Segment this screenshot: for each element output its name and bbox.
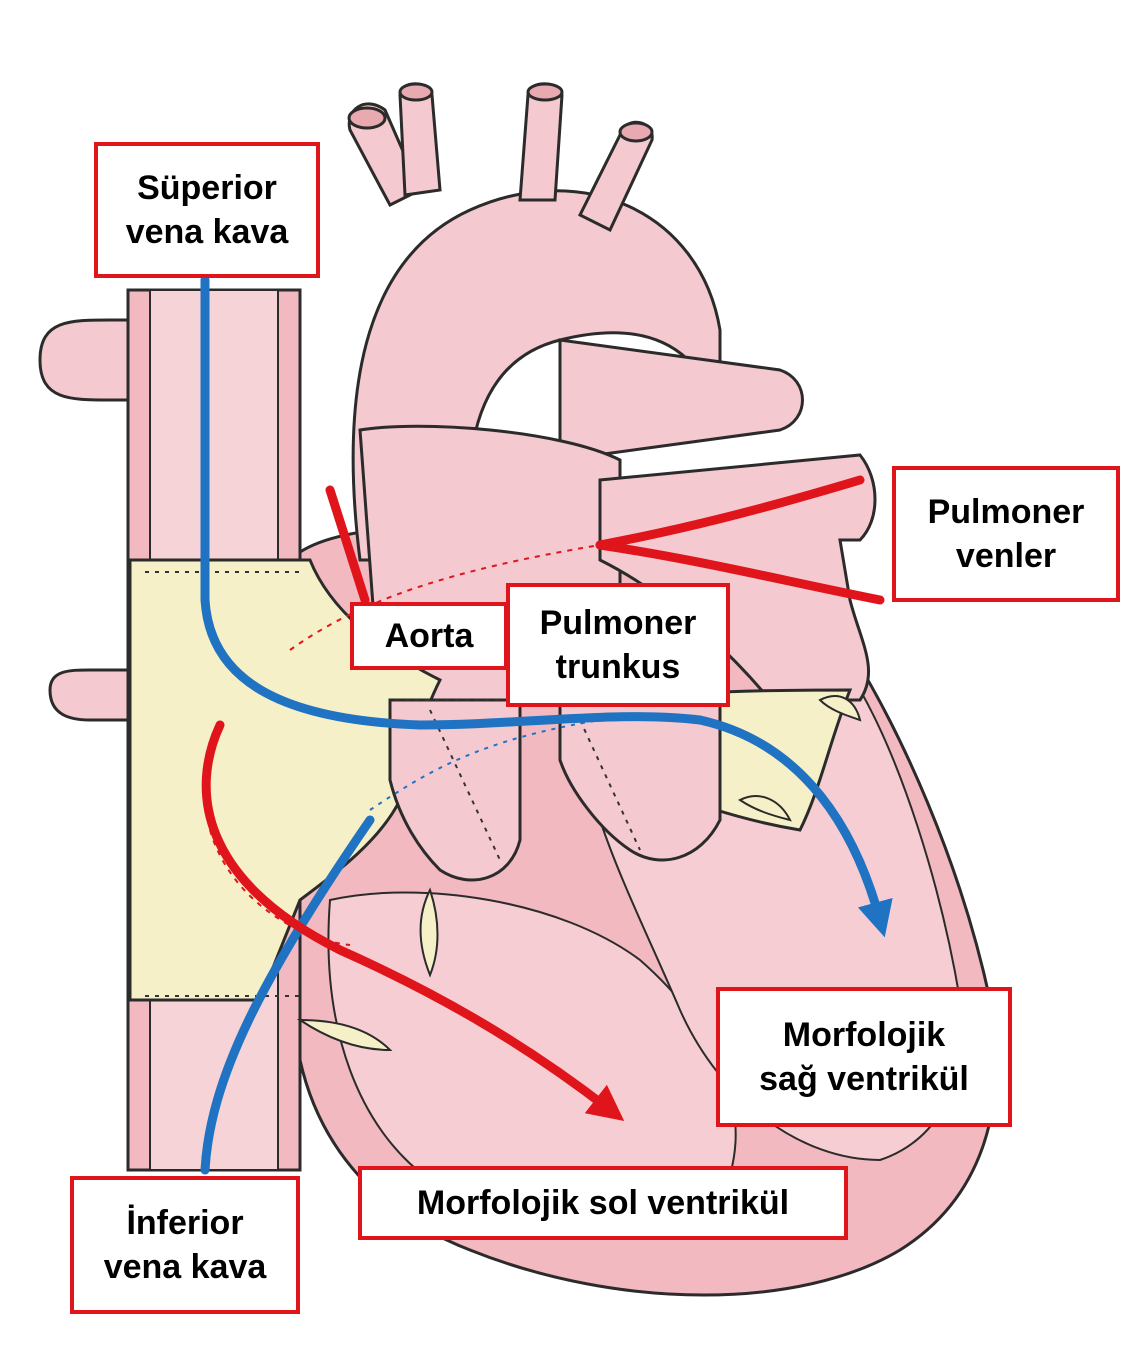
label-inferior-vena-cava-line1: İnferior (126, 1201, 243, 1245)
label-inferior-vena-cava-line2: vena kava (104, 1245, 267, 1289)
label-aorta-line1: Aorta (385, 614, 474, 658)
label-morphologic-right-ventricle: Morfolojik sağ ventrikül (716, 987, 1012, 1127)
label-pulmonary-veins: Pulmoner venler (892, 466, 1120, 602)
label-morphologic-right-ventricle-line2: sağ ventrikül (759, 1057, 969, 1101)
label-pulmonary-trunk: Pulmoner trunkus (506, 583, 730, 707)
label-morphologic-right-ventricle-line1: Morfolojik (783, 1013, 945, 1057)
label-pulmonary-veins-line2: venler (956, 534, 1056, 578)
label-pulmonary-trunk-line1: Pulmoner (540, 601, 697, 645)
pulmonary-artery-branch-right (560, 340, 803, 460)
label-superior-vena-cava-line1: Süperior (137, 166, 277, 210)
label-pulmonary-trunk-line2: trunkus (556, 645, 681, 689)
label-morphologic-left-ventricle: Morfolojik sol ventrikül (358, 1166, 848, 1240)
label-superior-vena-cava: Süperior vena kava (94, 142, 320, 278)
label-superior-vena-cava-line2: vena kava (126, 210, 289, 254)
label-morphologic-left-ventricle-line1: Morfolojik sol ventrikül (417, 1181, 789, 1225)
inferior-stub (50, 670, 128, 720)
label-pulmonary-veins-line1: Pulmoner (928, 490, 1085, 534)
label-aorta: Aorta (350, 602, 508, 670)
label-inferior-vena-cava: İnferior vena kava (70, 1176, 300, 1314)
